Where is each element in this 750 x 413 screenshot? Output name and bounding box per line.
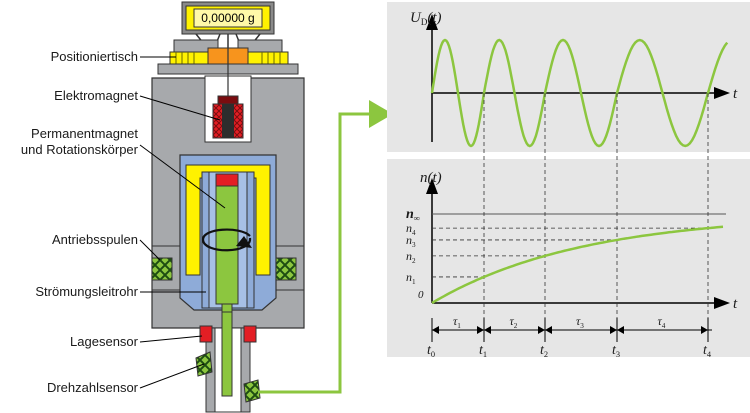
label-elektromagnet: Elektromagnet (54, 88, 138, 103)
top-plot-xlabel: t (733, 86, 738, 102)
balance: 0,00000 g (181, 1, 275, 48)
label-drehzahlsensor: Drehzahlsensor (47, 380, 139, 395)
t-label-3: t3 (612, 343, 620, 359)
bottom-plot-axes: n(t) t 0 (418, 170, 738, 312)
sensor-stem (195, 311, 261, 413)
drive-coils (151, 257, 297, 281)
top-plot-panel (387, 2, 750, 152)
signal-connector (258, 100, 393, 394)
electromagnet (212, 95, 244, 139)
n-label-0: n∞ (406, 207, 420, 223)
bottom-plot-xlabel: t (733, 296, 738, 312)
bottom-plot-panel (387, 159, 750, 357)
label-rotationskoerper: und Rotationskörper (21, 142, 139, 157)
t-label-1: t1 (479, 343, 487, 359)
n-label-1: n4 (406, 221, 416, 237)
position-sensor (199, 325, 213, 343)
t-label-2: t2 (540, 343, 548, 359)
balance-reading: 0,00000 g (201, 11, 254, 25)
guide-lines (432, 93, 709, 340)
balance-display (193, 8, 263, 28)
top-plot-ylabel: UD(t) (410, 10, 442, 27)
top-plot-axes: UD(t) t (410, 10, 738, 142)
label-permanentmagnet: Permanentmagnet (31, 126, 138, 141)
label-positioniertisch: Positioniertisch (51, 49, 138, 64)
apparatus-labels: Positioniertisch Elektromagnet Permanent… (21, 49, 226, 395)
bottom-plot-ylabel: n(t) (420, 170, 442, 186)
n-label-2: n3 (406, 233, 416, 249)
n-label-3: n2 (406, 249, 416, 265)
time-axis: τ1 τ2 τ3 τ4 t0 t1 t2 t3 t4 (427, 314, 712, 359)
tau-label-4: τ4 (658, 314, 666, 330)
speed-curve (431, 225, 724, 305)
tau-label-2: τ2 (510, 314, 518, 330)
label-lagesensor: Lagesensor (70, 334, 139, 349)
label-antriebsspulen: Antriebsspulen (52, 232, 138, 247)
housing (151, 48, 305, 397)
t-label-0: t0 (427, 343, 435, 359)
sensor-signal-curve (430, 38, 729, 148)
origin-label: 0 (418, 289, 424, 301)
label-stroemungsleitrohr: Strömungsleitrohr (35, 284, 138, 299)
n-label-4: n1 (406, 270, 416, 286)
t-label-4: t4 (703, 343, 712, 359)
tau-label-1: τ1 (453, 314, 461, 330)
tau-label-3: τ3 (576, 314, 584, 330)
